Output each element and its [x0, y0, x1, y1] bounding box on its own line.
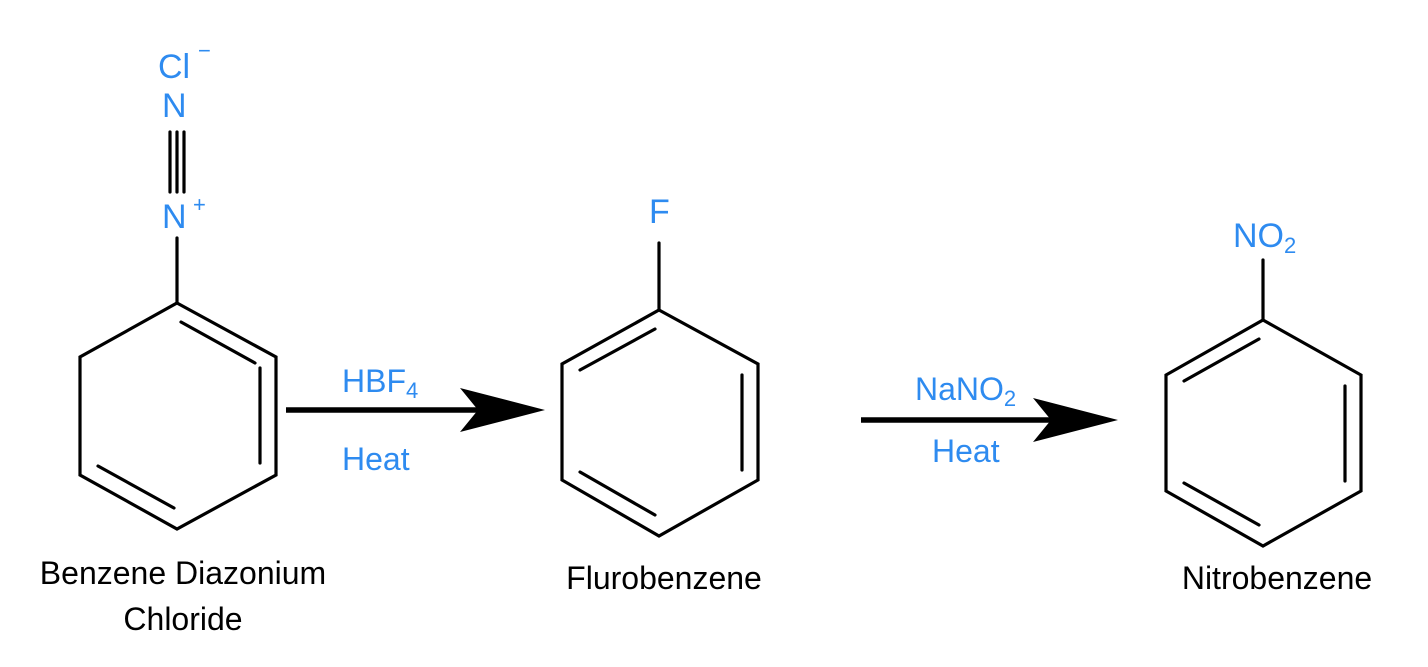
arrow-2-head [1033, 398, 1118, 442]
arrow-1-head [460, 388, 545, 432]
chloride-charge: − [198, 38, 211, 63]
ring-outline [78, 301, 278, 531]
positive-charge: + [193, 192, 206, 217]
ring-double-bond-c [96, 464, 176, 510]
reactant-name-line-1: Benzene Diazonium [40, 555, 326, 591]
nitro-group-label: NO2 [1233, 217, 1296, 258]
fluorine-label: F [649, 193, 670, 231]
step1-reagent: HBF4 [342, 363, 418, 403]
benzene-ring-2 [560, 308, 760, 538]
nitrobenzene-structure: NO2 Nitrobenzene [1164, 217, 1372, 596]
terminal-nitrogen-label: N [162, 87, 187, 125]
step2-reagent: NaNO2 [915, 371, 1016, 411]
intermediate-name: Flurobenzene [566, 560, 762, 596]
ring-outline [560, 308, 760, 538]
benzene-ring-1 [78, 301, 278, 531]
benzene-ring-3 [1164, 318, 1363, 548]
step2-condition: Heat [932, 433, 1000, 469]
benzene-diazonium-chloride-structure: Cl − N N + Benzene Diazonium Chloride [40, 38, 326, 637]
product-name: Nitrobenzene [1182, 560, 1372, 596]
reaction-arrow-1: HBF4 Heat [286, 363, 545, 477]
ring-double-bond-a [179, 320, 257, 365]
ring-double-bond-c [1182, 481, 1261, 527]
reaction-arrow-2: NaNO2 Heat [861, 371, 1118, 469]
ring-double-bond-a [578, 327, 657, 372]
step1-condition: Heat [342, 441, 410, 477]
chloride-label: Cl [158, 48, 190, 86]
ring-double-bond-c [578, 470, 657, 517]
cationic-nitrogen-label: N [162, 198, 187, 236]
ring-outline [1164, 318, 1363, 548]
reactant-name-line-2: Chloride [123, 601, 242, 637]
flurobenzene-structure: F Flurobenzene [560, 193, 762, 596]
ring-double-bond-a [1182, 337, 1261, 383]
